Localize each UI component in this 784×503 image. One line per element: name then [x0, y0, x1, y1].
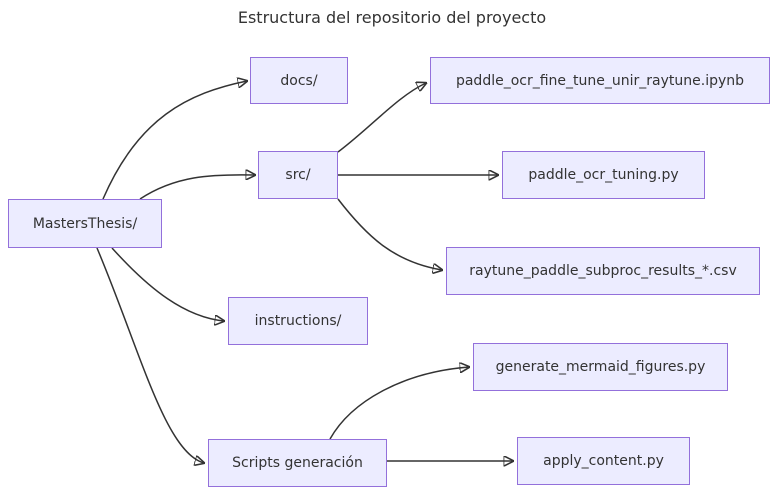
node-mermaidpy-label: generate_mermaid_figures.py	[495, 359, 706, 375]
node-mermaidpy: generate_mermaid_figures.py	[473, 343, 728, 391]
node-docs-label: docs/	[280, 72, 318, 89]
node-mastersthesis: MastersThesis/	[8, 199, 162, 248]
edge-src-csv	[337, 198, 442, 270]
node-applypy-label: apply_content.py	[543, 453, 664, 469]
node-scripts: Scripts generación	[208, 439, 387, 487]
edge-src-ipynb	[337, 83, 426, 153]
node-csv-label: raytune_paddle_subproc_results_*.csv	[469, 263, 737, 279]
node-ipynb-label: paddle_ocr_fine_tune_unir_raytune.ipynb	[455, 72, 745, 89]
edge-root-docs	[102, 81, 247, 200]
edge-root-scripts	[96, 247, 204, 463]
node-src-label: src/	[285, 167, 311, 183]
diagram-title: Estructura del repositorio del proyecto	[237, 8, 547, 27]
node-csv: raytune_paddle_subproc_results_*.csv	[446, 247, 760, 295]
node-tuning-label: paddle_ocr_tuning.py	[528, 167, 679, 183]
node-tuning: paddle_ocr_tuning.py	[502, 151, 705, 199]
node-applypy: apply_content.py	[517, 437, 690, 485]
node-src: src/	[258, 151, 338, 199]
edge-root-src	[139, 175, 255, 200]
node-instructions-label: instructions/	[254, 313, 342, 329]
node-docs: docs/	[250, 57, 348, 104]
edge-root-instructions	[111, 247, 224, 321]
node-scripts-label: Scripts generación	[232, 455, 363, 471]
edge-scripts-mermaidpy	[329, 367, 469, 440]
node-mastersthesis-label: MastersThesis/	[32, 215, 138, 232]
node-ipynb: paddle_ocr_fine_tune_unir_raytune.ipynb	[430, 57, 770, 104]
node-instructions: instructions/	[228, 297, 368, 345]
